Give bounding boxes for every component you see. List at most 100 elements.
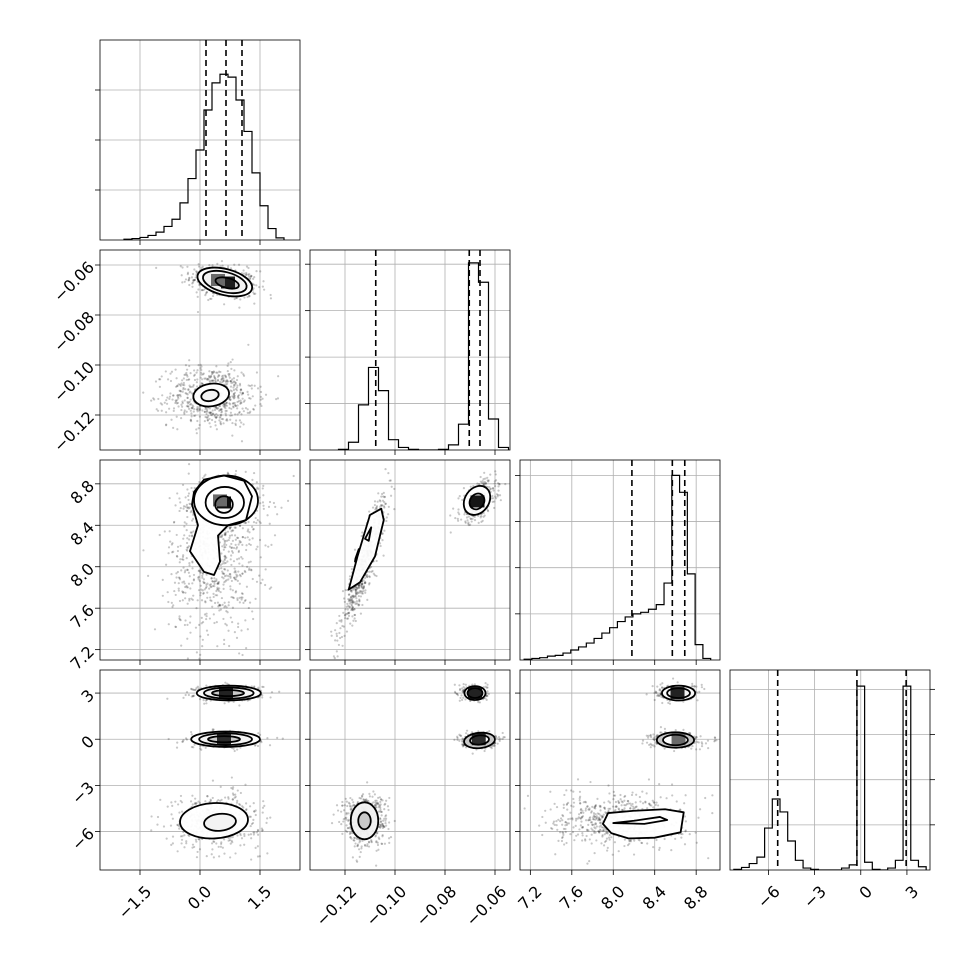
sample-point <box>259 385 262 388</box>
sample-point <box>270 691 274 694</box>
sample-point <box>326 675 328 677</box>
sample-point <box>164 424 168 427</box>
sample-point <box>195 686 198 689</box>
sample-point <box>225 419 228 422</box>
sample-point <box>174 368 177 371</box>
sample-point <box>223 568 227 571</box>
sample-point <box>228 536 231 539</box>
sample-point <box>216 407 219 410</box>
sample-point <box>484 482 488 485</box>
sample-point <box>221 534 224 537</box>
sample-point <box>175 402 179 405</box>
sample-point <box>269 293 272 297</box>
sample-point <box>364 581 367 584</box>
sample-point <box>182 696 185 699</box>
sample-point <box>242 453 244 455</box>
sample-point <box>188 384 191 387</box>
sample-point <box>190 733 193 736</box>
sample-point <box>186 405 190 408</box>
sample-point <box>197 288 200 291</box>
sample-point <box>212 595 215 599</box>
sample-point <box>347 612 351 615</box>
hist-frame-3 <box>729 669 931 871</box>
contour-fill <box>201 389 219 402</box>
hist-steps <box>123 73 285 240</box>
sample-point <box>187 472 190 475</box>
sample-point <box>192 746 195 749</box>
sample-point <box>196 410 199 413</box>
sample-point <box>235 378 239 382</box>
x-tick-label: 0 <box>855 882 876 903</box>
sample-point <box>252 287 255 290</box>
sample-point <box>178 811 181 814</box>
sample-point <box>216 582 219 585</box>
sample-point <box>208 617 211 620</box>
sample-point <box>226 611 229 614</box>
sample-point <box>251 610 254 613</box>
sample-point <box>209 799 212 802</box>
sample-point <box>197 589 201 592</box>
sample-point <box>188 562 191 565</box>
sample-point <box>170 573 173 576</box>
sample-point <box>227 265 230 268</box>
sample-point <box>341 590 345 593</box>
sample-point <box>257 487 260 490</box>
sample-point <box>188 599 191 602</box>
sample-point <box>242 272 246 275</box>
sample-point <box>201 589 204 592</box>
sample-point <box>219 413 222 417</box>
sample-point <box>208 422 211 425</box>
sample-point <box>193 845 196 849</box>
sample-point <box>187 545 191 548</box>
y-tick-label: 8.0 <box>67 559 98 590</box>
sample-point <box>198 415 201 418</box>
sample-point <box>259 502 262 505</box>
sample-point <box>256 744 260 748</box>
sample-point <box>206 795 209 798</box>
sample-point <box>244 598 247 602</box>
sample-point <box>185 503 189 506</box>
sample-point <box>174 625 178 629</box>
sample-point <box>232 747 235 750</box>
sample-point <box>368 583 371 586</box>
sample-point <box>473 515 476 518</box>
sample-point <box>210 577 213 580</box>
sample-point <box>211 264 214 267</box>
sample-point <box>192 374 196 377</box>
sample-point <box>241 596 244 599</box>
sample-point <box>255 831 259 834</box>
sample-point <box>234 795 237 798</box>
sample-point <box>229 576 232 579</box>
sample-point <box>245 585 249 588</box>
sample-point <box>237 394 241 397</box>
sample-point <box>183 411 186 414</box>
sample-point <box>339 627 342 630</box>
contour-line <box>203 812 237 832</box>
sample-point <box>203 420 206 423</box>
sample-point <box>358 599 361 602</box>
sample-point <box>241 397 244 400</box>
sample-point <box>340 635 344 639</box>
sample-point <box>363 581 366 585</box>
sample-point <box>239 425 242 428</box>
sample-point <box>171 605 174 609</box>
sample-point <box>223 374 227 377</box>
sample-point <box>241 392 245 395</box>
sample-point <box>170 813 173 816</box>
sample-point <box>176 555 179 558</box>
sample-point <box>223 532 226 535</box>
density-peak <box>213 494 227 507</box>
sample-point <box>193 408 196 411</box>
sample-point <box>223 574 227 578</box>
sample-point <box>194 276 197 279</box>
sample-point <box>256 545 259 548</box>
sample-point <box>219 408 222 412</box>
sample-point <box>218 603 221 606</box>
sample-point <box>342 625 346 628</box>
sample-point <box>207 377 210 380</box>
sample-point <box>239 833 242 837</box>
sample-point <box>199 594 202 597</box>
sample-point <box>191 794 194 797</box>
sample-point <box>259 556 262 559</box>
sample-point <box>253 810 256 813</box>
